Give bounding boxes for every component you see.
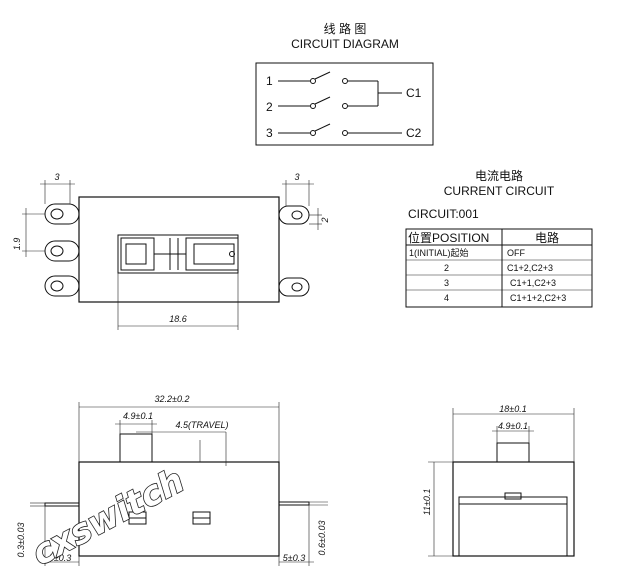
dim-front-knob: 4.9±0.1 bbox=[123, 411, 153, 421]
output-label-c2: C2 bbox=[406, 126, 422, 140]
dim-top-side: 1.9 bbox=[12, 238, 22, 251]
dim-front-left-pin: 5±0.3 bbox=[49, 553, 71, 563]
circuit-diagram-frame bbox=[255, 62, 434, 146]
switch-body-front bbox=[78, 461, 280, 557]
side-view: 18±0.1 4.9±0.1 11±0.1 bbox=[422, 404, 575, 557]
table-header-circuit: 电路 bbox=[535, 230, 559, 245]
pin-label-2: 2 bbox=[266, 100, 273, 114]
switch-contacts bbox=[278, 71, 402, 136]
circuit-table: 位置POSITION 电路 1(INITIAL)起始 OFF 2 C1+2,C2… bbox=[405, 228, 593, 308]
pin-label-3: 3 bbox=[266, 126, 273, 140]
dim-side-knob: 4.9±0.1 bbox=[498, 421, 528, 431]
circuit-diagram-title-en: CIRCUIT DIAGRAM bbox=[291, 37, 399, 51]
table-cell: OFF bbox=[507, 248, 525, 258]
dim-front-right-thick: 0.6±0.03 bbox=[317, 521, 327, 556]
switch-body-top bbox=[78, 196, 280, 303]
dim-front-right-pin: 5±0.3 bbox=[283, 553, 305, 563]
top-view-dims bbox=[22, 180, 322, 330]
table-cell: 1(INITIAL)起始 bbox=[409, 247, 469, 258]
current-circuit: 电流电路 CURRENT CIRCUIT CIRCUIT:001 位置POSIT… bbox=[405, 168, 593, 308]
slider-knob-side bbox=[496, 442, 530, 463]
table-cell: 4 bbox=[444, 293, 449, 303]
right-pin-front bbox=[278, 501, 310, 506]
watermark-logo: cxswitch bbox=[25, 460, 192, 575]
table-cell: C1+2,C2+3 bbox=[507, 263, 553, 273]
front-view-dims bbox=[30, 402, 328, 566]
table-cell: C1+1,C2+3 bbox=[510, 278, 556, 288]
dim-top-left: 3 bbox=[54, 172, 59, 182]
right-tabs bbox=[278, 205, 310, 297]
side-view-dims bbox=[428, 408, 575, 557]
dim-side-width: 18±0.1 bbox=[499, 404, 526, 414]
top-view: 3 3 2 1.9 18.6 bbox=[12, 172, 330, 330]
circuit-diagram-title-cn: 线 路 图 bbox=[324, 21, 367, 36]
front-view: 32.2±0.2 4.9±0.1 4.5(TRAVEL) 0.3±0.03 5±… bbox=[16, 394, 328, 566]
switch-body-side bbox=[452, 461, 575, 557]
output-label-c1: C1 bbox=[406, 86, 422, 100]
dim-front-left-thick: 0.3±0.03 bbox=[16, 523, 26, 558]
slider-knob-front bbox=[119, 433, 153, 463]
current-circuit-title-en: CURRENT CIRCUIT bbox=[444, 184, 555, 198]
dim-top-right: 3 bbox=[294, 172, 299, 182]
table-cell: 3 bbox=[444, 278, 449, 288]
dim-top-tab: 2 bbox=[320, 217, 330, 223]
dim-side-height: 11±0.1 bbox=[422, 489, 432, 516]
dim-front-travel: 4.5(TRAVEL) bbox=[175, 420, 228, 430]
watermark-text: cxswitch bbox=[25, 461, 190, 574]
table-cell: 2 bbox=[444, 263, 449, 273]
table-header-position: 位置POSITION bbox=[408, 230, 489, 245]
current-circuit-title-cn: 电流电路 bbox=[475, 168, 523, 183]
circuit-id: CIRCUIT:001 bbox=[408, 207, 479, 221]
circuit-diagram: 线 路 图 CIRCUIT DIAGRAM 1 2 3 bbox=[255, 21, 434, 146]
dim-top-bottom: 18.6 bbox=[169, 314, 187, 324]
table-cell: C1+1+2,C2+3 bbox=[510, 293, 566, 303]
pin-label-1: 1 bbox=[266, 74, 273, 88]
slider-window bbox=[117, 234, 239, 274]
dim-front-total: 32.2±0.2 bbox=[155, 394, 190, 404]
left-terminals bbox=[44, 203, 80, 297]
left-pin-front bbox=[44, 502, 80, 507]
